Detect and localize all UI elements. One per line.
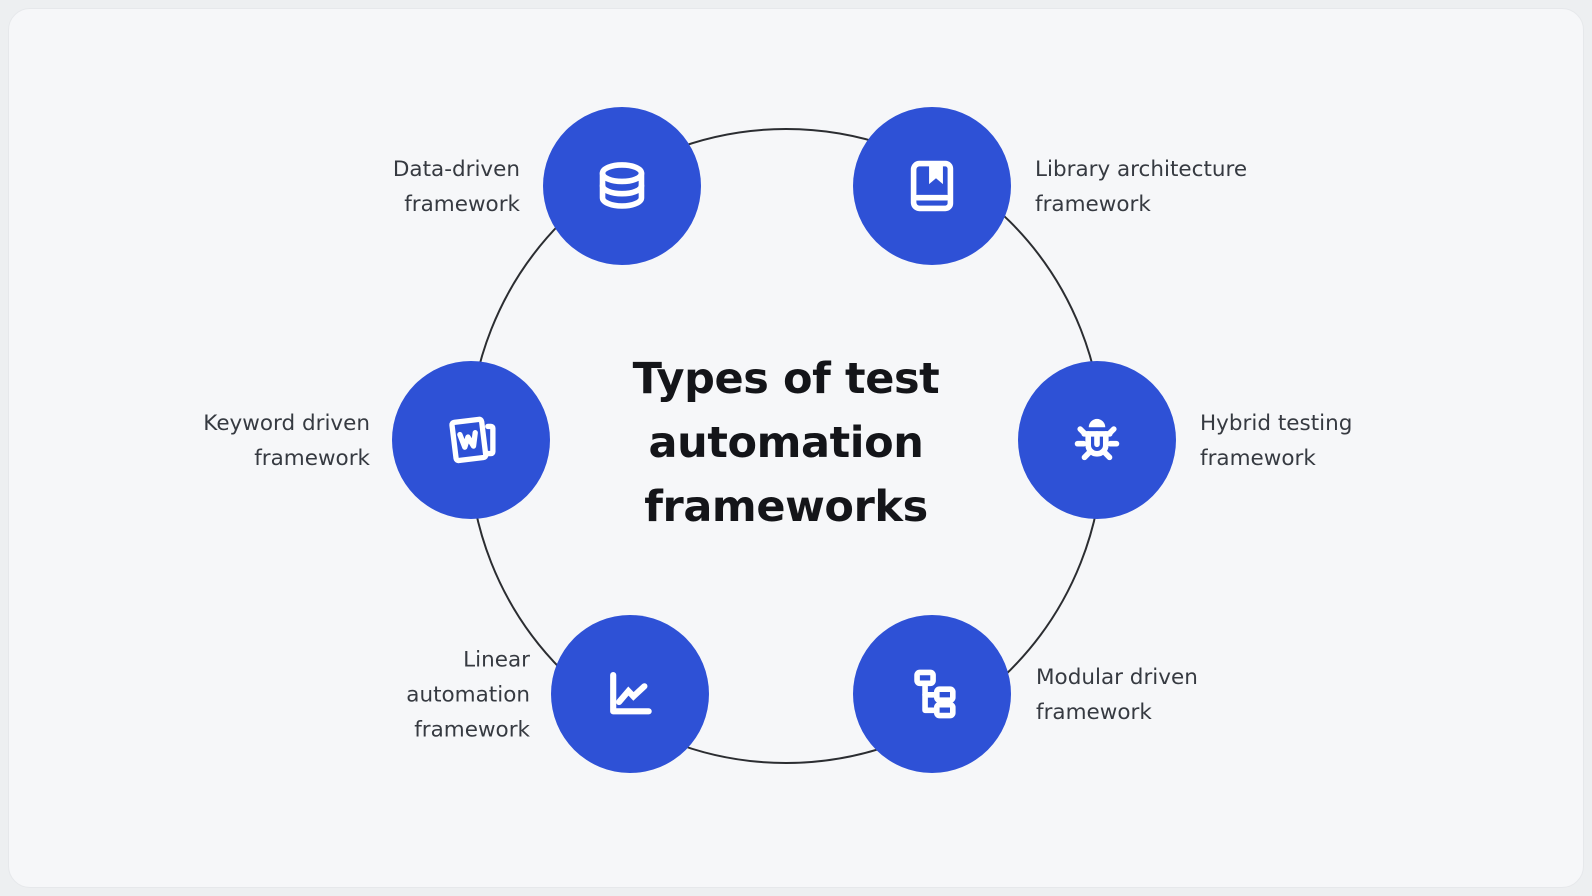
title-line: automation [648,418,924,468]
label-line: framework [254,446,370,471]
label-line: Linear [463,647,530,673]
diagram-title: Types of test automation frameworks [633,347,940,539]
title-line: Types of test [632,354,940,404]
label-line: framework [1036,700,1152,725]
label-line: framework [1200,446,1316,471]
label-keyword-driven: Keyword driven framework [203,406,370,476]
label-library-architecture: Library architecture framework [1035,152,1247,222]
label-line: Library architecture [1035,157,1248,182]
node-hybrid-testing [1018,361,1176,519]
node-library-architecture [853,107,1011,265]
label-line: framework [1035,192,1151,217]
label-line: Modular driven [1036,665,1198,690]
node-modular-driven [853,615,1011,773]
label-hybrid-testing: Hybrid testing framework [1200,406,1352,476]
label-line: Keyword driven [203,411,370,436]
label-linear-automation: Linear automation framework [406,643,530,748]
label-line: framework [414,717,530,743]
label-line: Data-driven [392,157,520,182]
book-bookmark-icon [910,160,954,212]
word-document-icon [449,416,496,464]
node-linear-automation [551,615,709,773]
line-chart-icon [610,672,652,715]
label-data-driven: Data-driven framework [393,152,520,222]
label-line: Hybrid testing [1200,411,1353,436]
label-line: framework [404,192,520,217]
database-icon [599,162,645,209]
title-line: frameworks [644,482,928,532]
tree-branch-icon [914,669,956,719]
label-line: automation [406,682,530,708]
label-modular-driven: Modular driven framework [1036,660,1198,730]
node-data-driven [543,107,701,265]
node-keyword-driven [392,361,550,519]
bug-icon [1074,418,1120,461]
